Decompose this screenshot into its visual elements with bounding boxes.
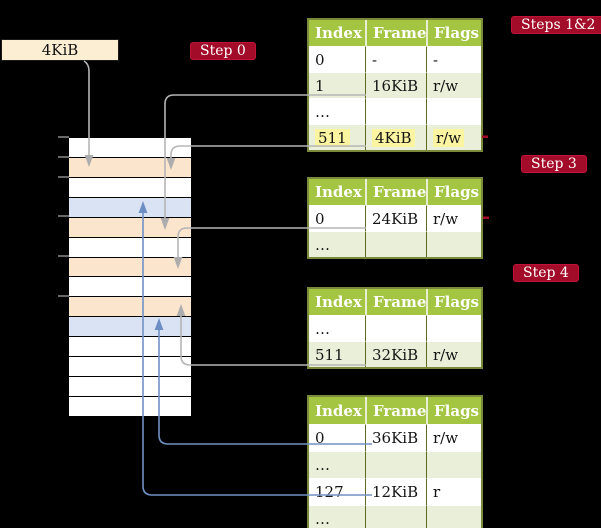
memory-row-0-empty: [69, 138, 191, 157]
physical-memory-map: [69, 137, 191, 416]
memory-row-11-empty: [69, 357, 191, 377]
table-cell: 36KiB: [365, 424, 426, 451]
column-header: Flags: [426, 397, 481, 424]
table-cell: [426, 231, 481, 257]
table-cell-highlighted: 511: [309, 124, 365, 150]
badge-step-3: Step 3: [521, 155, 587, 173]
table-cell: 0: [309, 205, 365, 231]
table-cell: [426, 451, 481, 478]
table-cell-highlighted: 4KiB: [365, 124, 426, 150]
table-cell: r/w: [426, 205, 481, 231]
column-header: Index: [309, 20, 365, 46]
table-cell: 24KiB: [365, 205, 426, 231]
table-cell: 0: [309, 46, 365, 72]
memory-row-1-page-table: [69, 157, 191, 177]
table-cell: …: [309, 231, 365, 257]
table-cell: …: [309, 505, 365, 528]
badge-step-0: Step 0: [190, 42, 256, 60]
table-cell: [426, 98, 481, 124]
table-cell: 511: [309, 341, 365, 367]
root-table-address-label: 4KiB: [41, 41, 79, 59]
table-cell: 16KiB: [365, 72, 426, 98]
table-cell: [426, 315, 481, 341]
column-header: Frame: [365, 20, 426, 46]
table-cell: 127: [309, 478, 365, 505]
memory-row-6-page-table: [69, 257, 191, 277]
memory-row-5-empty: [69, 237, 191, 257]
table-cell: 1: [309, 72, 365, 98]
table-cell: [365, 98, 426, 124]
page-table-1: Index Frame Flags 0 - - 1 16KiB r/w … 51…: [307, 18, 483, 152]
page-table-4: Index Frame Flags 0 36KiB r/w … 127 12Ki…: [307, 395, 483, 528]
column-header: Index: [309, 289, 365, 315]
table-cell: 12KiB: [365, 478, 426, 505]
red-arrow-tips: [482, 135, 489, 219]
page-table-2: Index Frame Flags 0 24KiB r/w …: [307, 177, 483, 259]
table-cell: [365, 231, 426, 257]
table-cell: -: [426, 46, 481, 72]
table-cell-highlighted: r/w: [426, 124, 481, 150]
column-header: Flags: [426, 179, 481, 205]
table-cell: [365, 315, 426, 341]
memory-row-4-page-table: [69, 217, 191, 237]
highlight-mark: 4KiB: [372, 128, 415, 147]
memory-row-12-empty: [69, 377, 191, 396]
table-cell: [426, 505, 481, 528]
memory-row-7-empty: [69, 277, 191, 297]
memory-row-3-mapped-page: [69, 197, 191, 217]
table-cell: r/w: [426, 72, 481, 98]
table-cell: r/w: [426, 341, 481, 367]
column-header: Flags: [426, 289, 481, 315]
column-header: Frame: [365, 289, 426, 315]
highlight-mark: 511: [315, 128, 350, 147]
column-header: Index: [309, 179, 365, 205]
memory-row-10-empty: [69, 337, 191, 357]
table-cell: …: [309, 451, 365, 478]
badge-steps-1-2: Steps 1&2: [511, 16, 601, 34]
column-header: Index: [309, 397, 365, 424]
table-cell: [365, 451, 426, 478]
table-cell: …: [309, 98, 365, 124]
table-cell: r/w: [426, 424, 481, 451]
address-ticks: [58, 136, 69, 297]
table-cell: 0: [309, 424, 365, 451]
table-cell: [365, 505, 426, 528]
column-header: Frame: [365, 397, 426, 424]
column-header: Frame: [365, 179, 426, 205]
memory-row-8-page-table: [69, 297, 191, 317]
table-cell: 32KiB: [365, 341, 426, 367]
table-cell: -: [365, 46, 426, 72]
page-table-3: Index Frame Flags … 511 32KiB r/w: [307, 287, 483, 369]
table-cell: r: [426, 478, 481, 505]
memory-row-9-mapped-page: [69, 317, 191, 337]
root-table-address-box: 4KiB: [1, 39, 119, 61]
highlight-mark: r/w: [433, 128, 465, 147]
table-cell: …: [309, 315, 365, 341]
column-header: Flags: [426, 20, 481, 46]
badge-step-4: Step 4: [513, 264, 579, 282]
memory-row-13-empty: [69, 396, 191, 416]
memory-row-2-empty: [69, 177, 191, 197]
